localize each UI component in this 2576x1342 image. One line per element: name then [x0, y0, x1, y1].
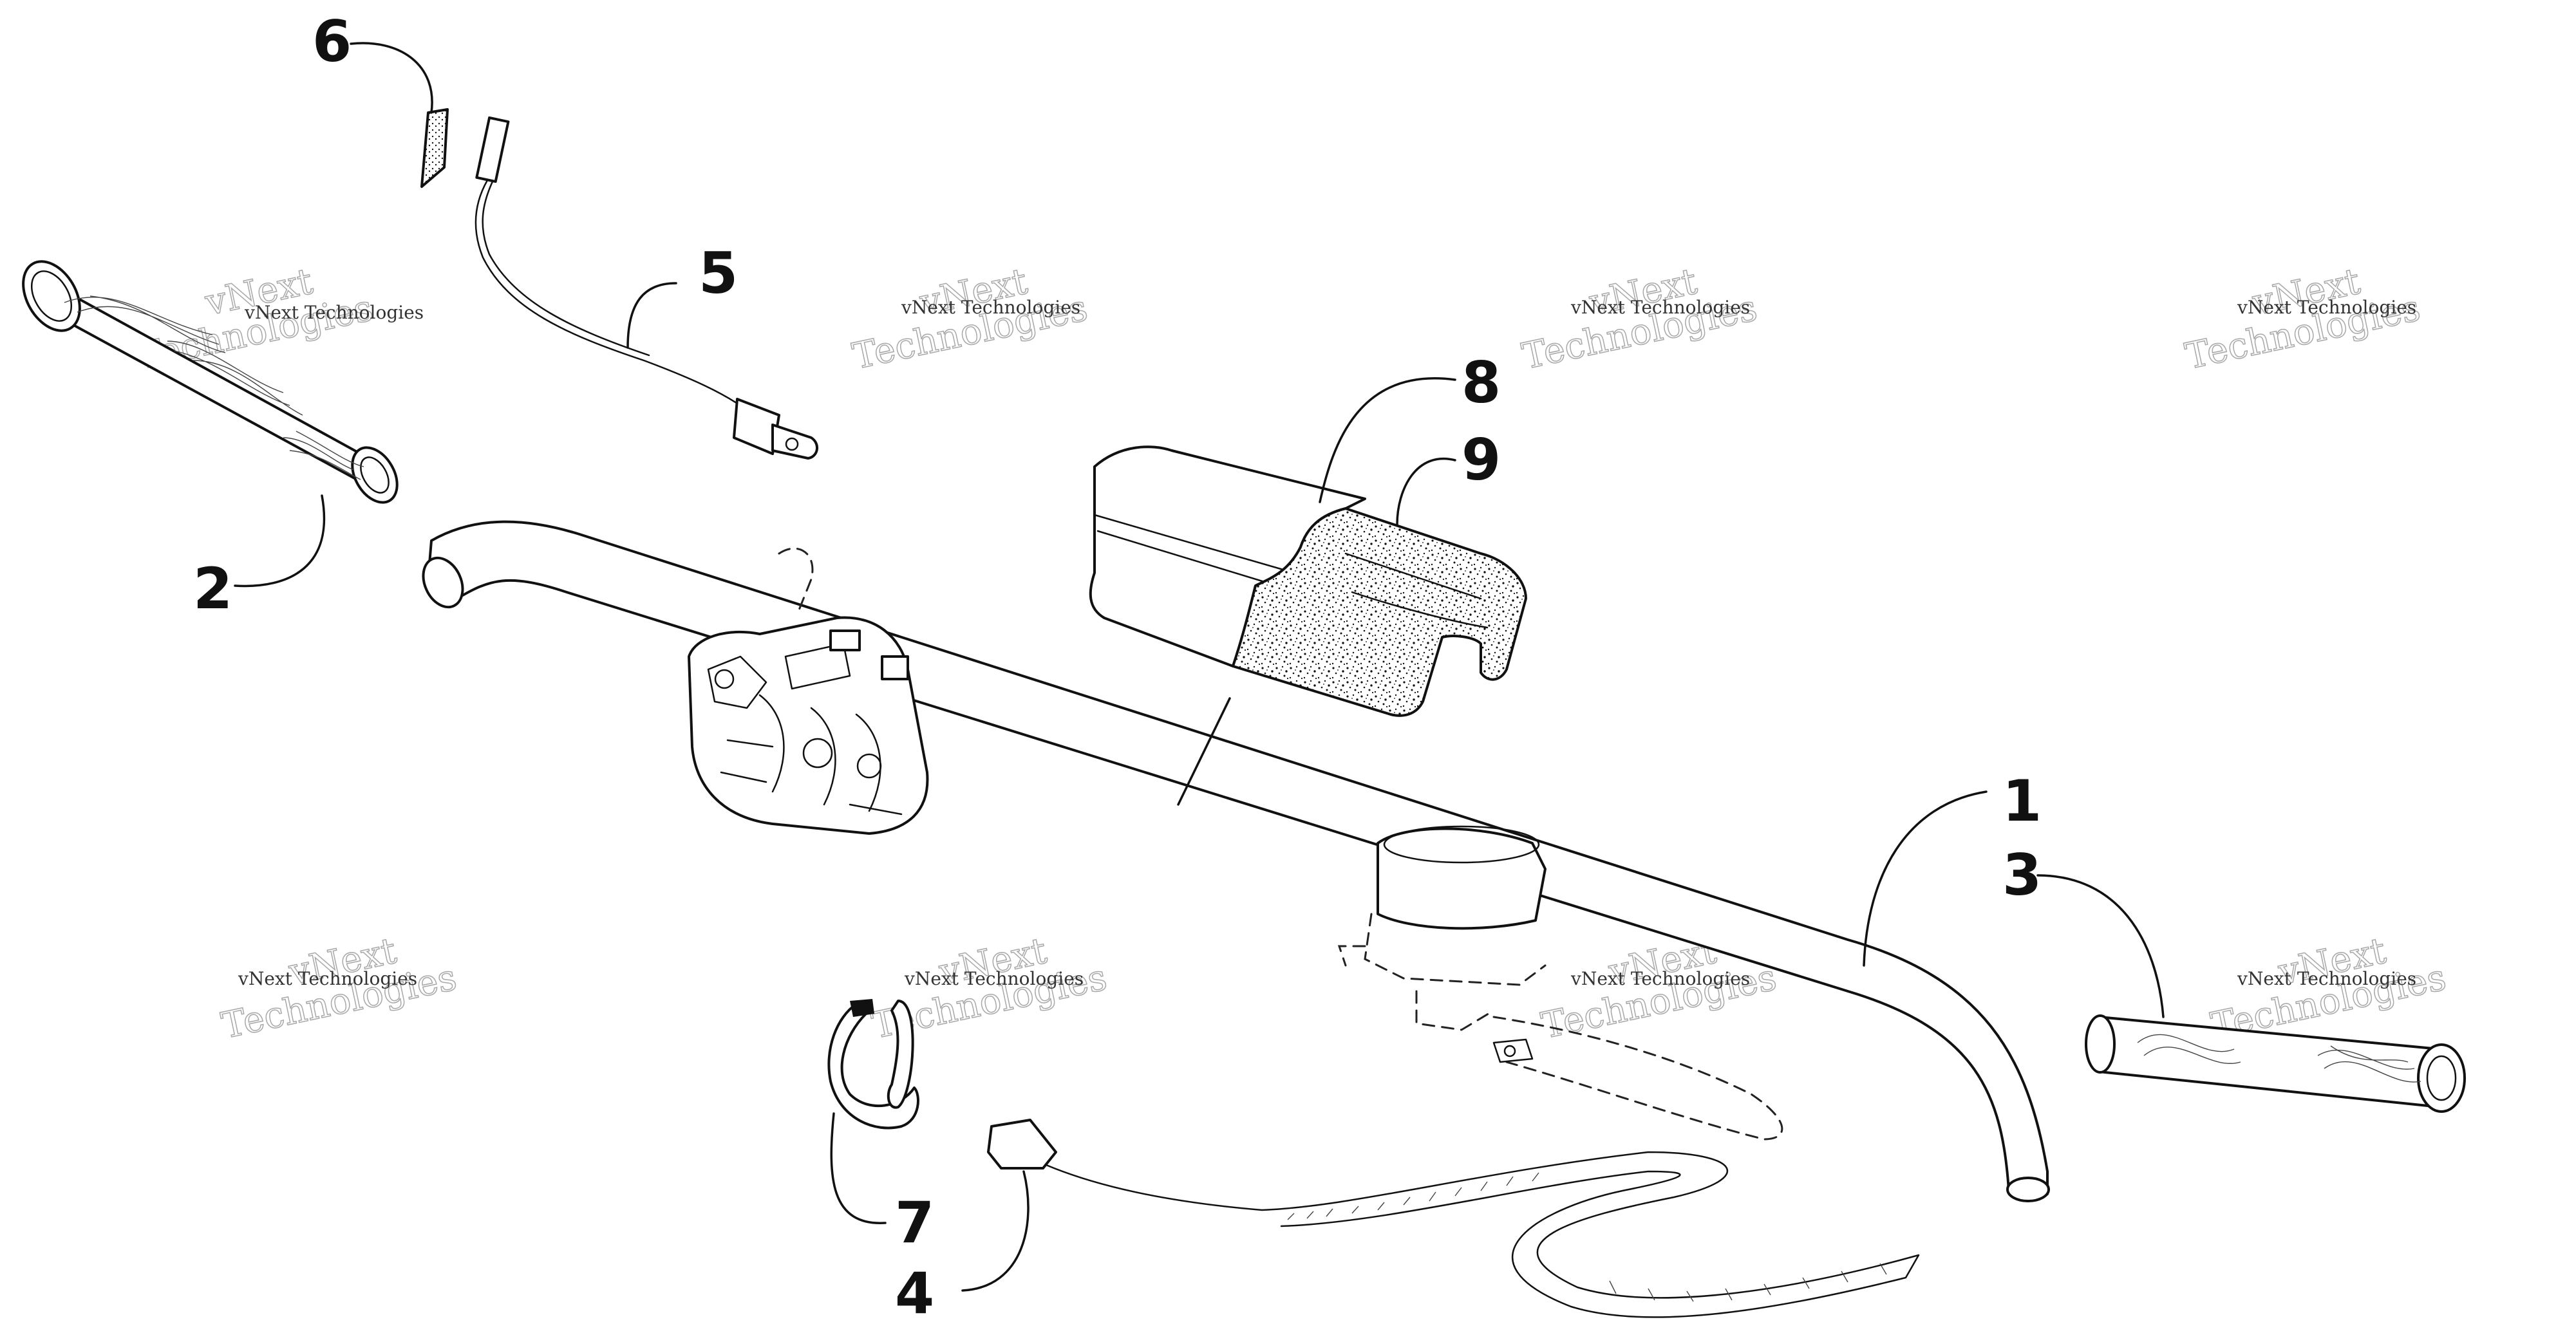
adhesive-pad [420, 108, 449, 188]
left-grip [22, 260, 399, 504]
callout-4: 4 [895, 1260, 934, 1327]
callout-8: 8 [1462, 349, 1501, 416]
watermark-small: vNext Technologies [1570, 968, 1750, 989]
brake-master-cylinder [1337, 825, 1783, 1141]
callout-6: 6 [312, 8, 352, 75]
leader-8 [1319, 377, 1456, 503]
leader-7 [830, 1112, 887, 1224]
cable-tie [827, 999, 919, 1130]
leader-4 [961, 1170, 1029, 1292]
callout-7: 7 [895, 1189, 934, 1256]
handlebar-pad [1089, 445, 1527, 806]
leader-2 [234, 494, 326, 588]
leader-5 [626, 282, 677, 349]
leader-1 [1863, 790, 1988, 967]
leader-lines [234, 42, 2165, 1292]
watermark-small: vNext Technologies [904, 968, 1084, 989]
callout-2: 2 [193, 555, 232, 622]
callout-5: 5 [699, 240, 738, 306]
watermark-small: vNext Technologies [1570, 297, 1750, 318]
watermark-small: vNext Technologies [244, 302, 424, 323]
callout-9: 9 [1462, 427, 1501, 493]
right-grip [2085, 1014, 2466, 1113]
handlebar [422, 520, 2050, 1202]
heater-wire-left [475, 116, 818, 460]
leader-3 [2036, 874, 2165, 1018]
watermark-small: vNext Technologies [901, 297, 1080, 318]
callout-3: 3 [2002, 842, 2042, 908]
callout-1: 1 [2002, 768, 2042, 834]
watermark-small: vNext Technologies [2237, 297, 2416, 318]
watermark-small: vNext Technologies [238, 968, 417, 989]
heater-wire-right [987, 1119, 1920, 1318]
watermark-small: vNext Technologies [2237, 968, 2416, 989]
callout-labels: 6 5 2 8 9 1 3 7 4 [193, 8, 2042, 1327]
leader-6 [350, 42, 433, 114]
left-switch-housing [688, 547, 929, 835]
leader-9 [1396, 458, 1456, 526]
